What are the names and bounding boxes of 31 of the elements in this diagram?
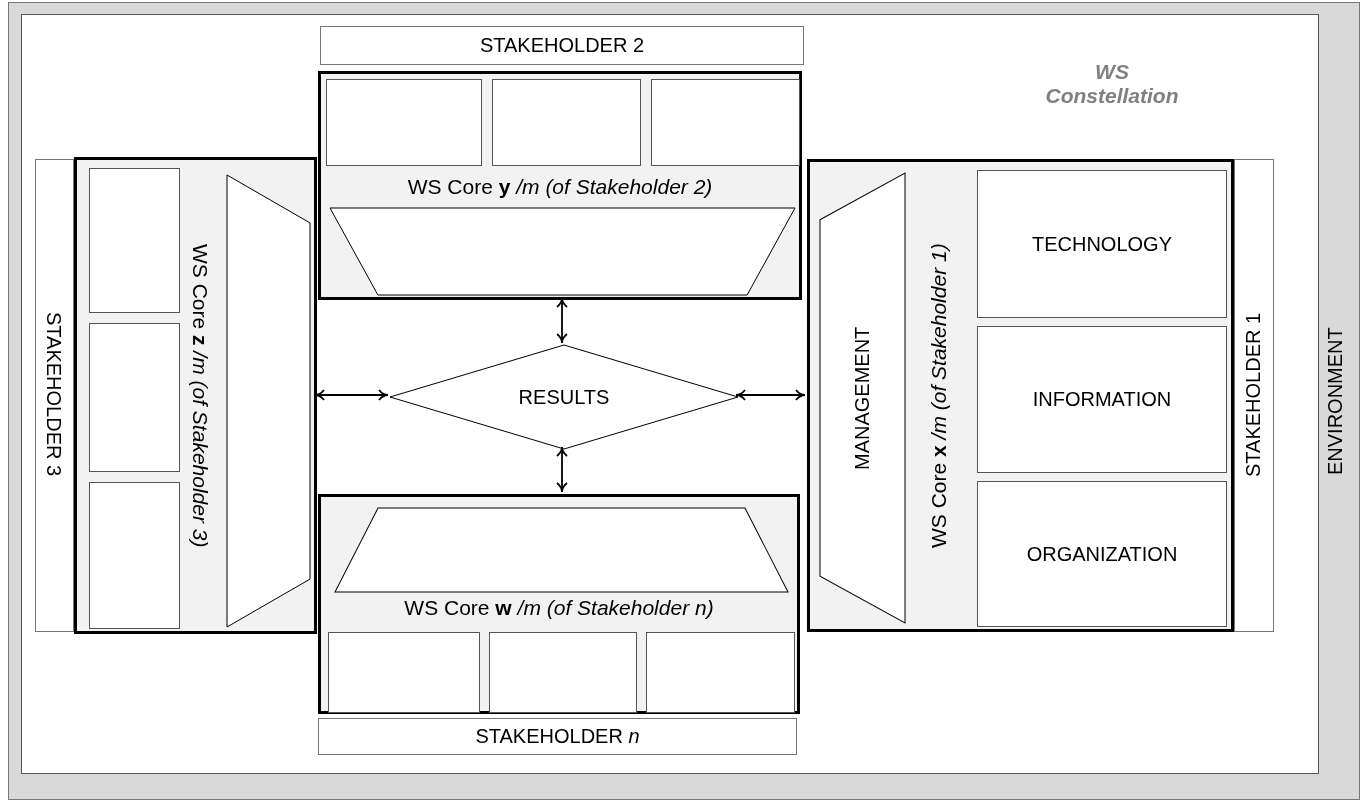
empty-trapezoid	[335, 508, 788, 592]
empty-box	[89, 323, 180, 472]
environment-label: ENVIRONMENT	[1322, 326, 1347, 477]
core-title: WS Core y /m (of Stakeholder 2)	[406, 174, 714, 200]
trapezoid-box: MANAGEMENT	[820, 173, 905, 623]
empty-box	[651, 79, 800, 166]
core-panel	[807, 159, 1234, 632]
empty-box	[646, 632, 795, 713]
core-title: WS Core z /m (of Stakeholder 3)	[188, 242, 213, 550]
stakeholder-bar: STAKEHOLDER 3	[35, 159, 74, 632]
core-panel	[318, 494, 800, 714]
empty-box	[89, 168, 180, 313]
text-box: TECHNOLOGY	[977, 170, 1227, 318]
stakeholder-bar: STAKEHOLDER 2	[320, 26, 804, 65]
stakeholder-bar: STAKEHOLDER 1	[1234, 159, 1274, 632]
empty-box	[326, 79, 482, 166]
core-panel	[74, 157, 317, 634]
empty-box	[89, 482, 180, 629]
empty-box	[489, 632, 637, 713]
core-title: WS Core w /m (of Stakeholder n)	[403, 595, 715, 621]
core-title: WS Core x /m (of Stakeholder 1)	[926, 242, 951, 550]
empty-trapezoid	[227, 175, 310, 627]
stakeholder-bar: STAKEHOLDER n	[318, 718, 797, 755]
empty-box	[328, 632, 480, 713]
empty-box	[492, 79, 641, 166]
constellation-title: WS Constellation	[1044, 59, 1180, 109]
text-box: ORGANIZATION	[977, 481, 1227, 627]
empty-trapezoid	[330, 208, 795, 295]
text-box: INFORMATION	[977, 326, 1227, 473]
core-panel	[318, 71, 802, 300]
results-diamond: RESULTS	[390, 345, 738, 449]
